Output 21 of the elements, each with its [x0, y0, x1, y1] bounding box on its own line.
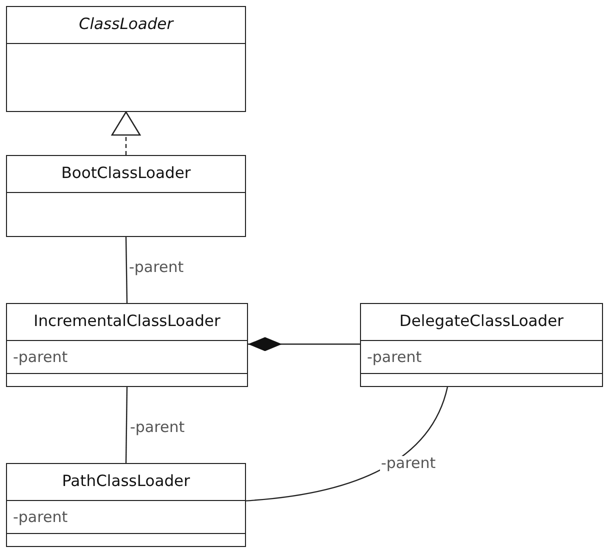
attribute-text: -parent: [12, 510, 68, 524]
class-name: IncrementalClassLoader: [34, 314, 220, 330]
class-box: [6, 155, 246, 237]
class-box: [360, 303, 603, 387]
class-box: [6, 463, 246, 547]
class-box: [6, 6, 246, 112]
class-box: [6, 303, 248, 387]
class-name: BootClassLoader: [61, 166, 191, 182]
class-name: PathClassLoader: [62, 474, 190, 490]
association-line: [246, 386, 448, 502]
edge-label: -parent: [129, 420, 186, 435]
association-line: [125, 387, 128, 463]
realization-arrow: [111, 111, 141, 155]
class-name: DelegateClassLoader: [399, 314, 564, 330]
edge-label: -parent: [128, 260, 185, 275]
edge-label: -parent: [380, 456, 437, 471]
association-line: [125, 237, 128, 303]
attribute-text: -parent: [366, 350, 422, 364]
attribute-text: -parent: [12, 350, 68, 364]
class-name: ClassLoader: [78, 17, 174, 33]
composition-line: [248, 337, 360, 352]
